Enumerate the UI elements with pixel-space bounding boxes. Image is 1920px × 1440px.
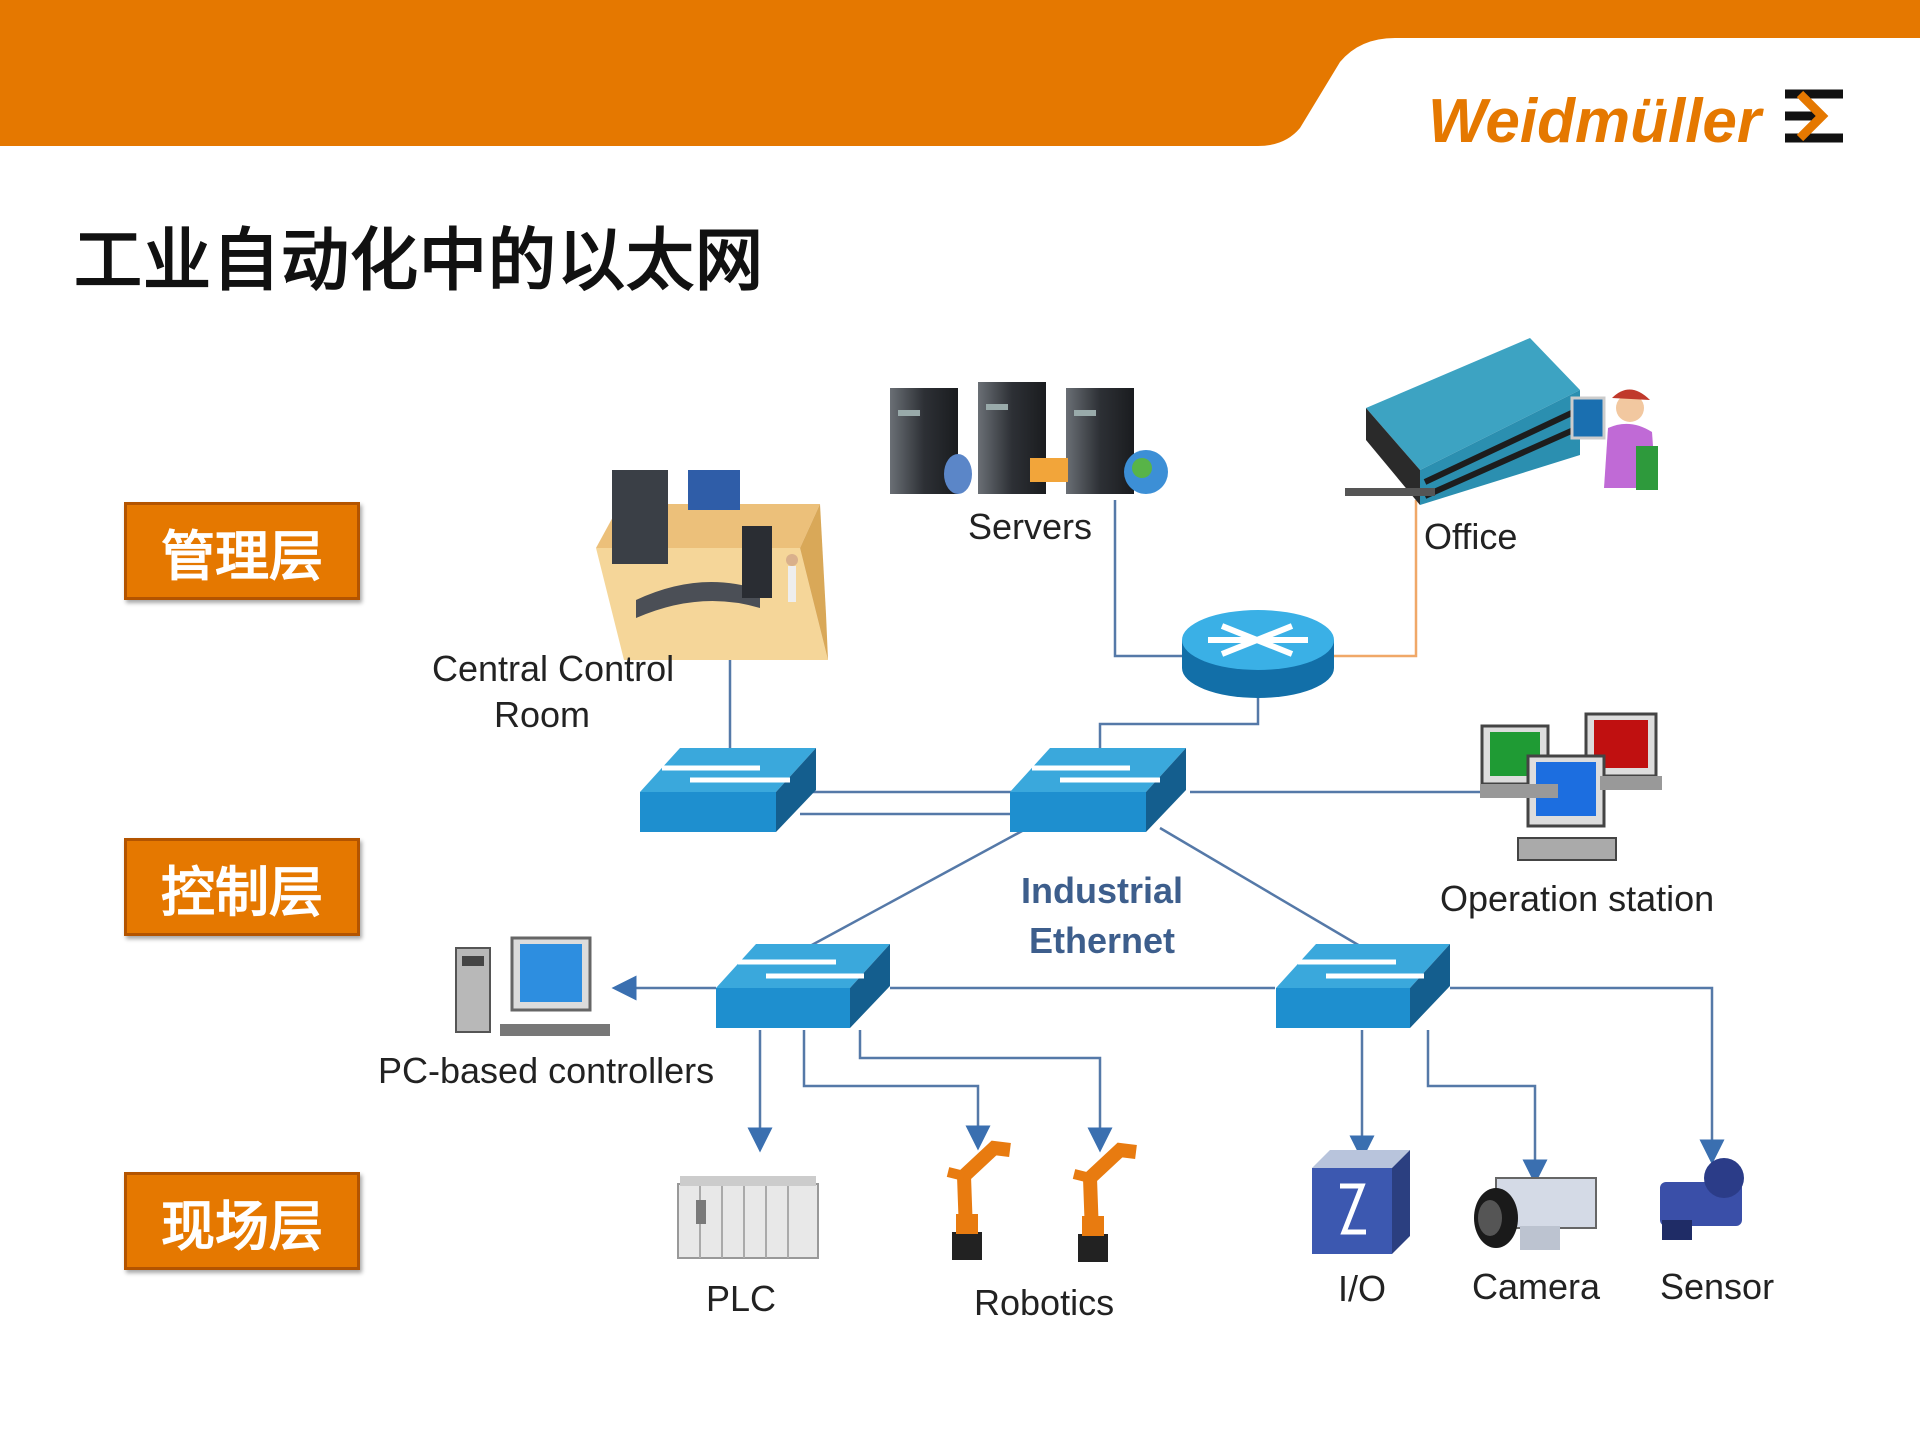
link-office-router — [1334, 500, 1418, 658]
switch-icon — [716, 944, 890, 1028]
label-control-room-line2: Room — [493, 694, 591, 735]
router-icon — [1182, 610, 1334, 698]
robot-icon — [1072, 1142, 1137, 1262]
switch-icon — [640, 748, 816, 832]
label-control-room-line1: Central Control — [432, 648, 675, 689]
switch-icon — [1276, 944, 1450, 1028]
weidmuller-logo-icon — [1785, 89, 1843, 143]
operation-station-icon — [1480, 712, 1662, 861]
camera-icon — [1474, 1177, 1597, 1250]
link-core-fieldA — [809, 816, 1047, 948]
office-building-icon — [1345, 338, 1658, 505]
label-robotics: Robotics — [974, 1282, 1115, 1323]
pc-controller-icon — [455, 936, 610, 1036]
link-to-robot-1 — [802, 1030, 991, 1151]
label-servers: Servers — [968, 506, 1093, 547]
control-room-icon — [596, 470, 828, 660]
layer-field: 现场层 — [124, 1172, 360, 1270]
label-camera: Camera — [1472, 1266, 1601, 1307]
layer-management: 管理层 — [124, 502, 360, 600]
link-core-fieldB — [1159, 826, 1361, 948]
sensor-icon — [1660, 1158, 1744, 1240]
link-to-robot-2 — [858, 1030, 1113, 1153]
link-to-sensor — [1450, 986, 1725, 1165]
link-servers-router — [1113, 500, 1182, 658]
label-industrial: Industrial — [1020, 870, 1184, 911]
label-operation-station: Operation station — [1440, 878, 1715, 919]
label-io: I/O — [1338, 1268, 1387, 1309]
link-router-switch — [1098, 690, 1260, 752]
label-ethernet: Ethernet — [1028, 920, 1176, 961]
label-office: Office — [1424, 516, 1518, 557]
page-title: 工业自动化中的以太网 — [74, 222, 765, 301]
switch-icon — [1010, 748, 1186, 832]
label-sensor: Sensor — [1660, 1266, 1775, 1307]
servers-icon — [890, 382, 1168, 494]
label-pc-controllers: PC-based controllers — [378, 1050, 715, 1091]
header-band — [0, 0, 1920, 146]
layer-control: 控制层 — [124, 838, 360, 936]
plc-icon — [677, 1176, 819, 1259]
brand-name: Weidmüller — [1428, 87, 1762, 156]
robot-icon — [946, 1140, 1011, 1260]
io-module-icon — [1312, 1150, 1410, 1254]
label-plc: PLC — [706, 1278, 777, 1319]
link-to-camera — [1426, 1030, 1548, 1185]
